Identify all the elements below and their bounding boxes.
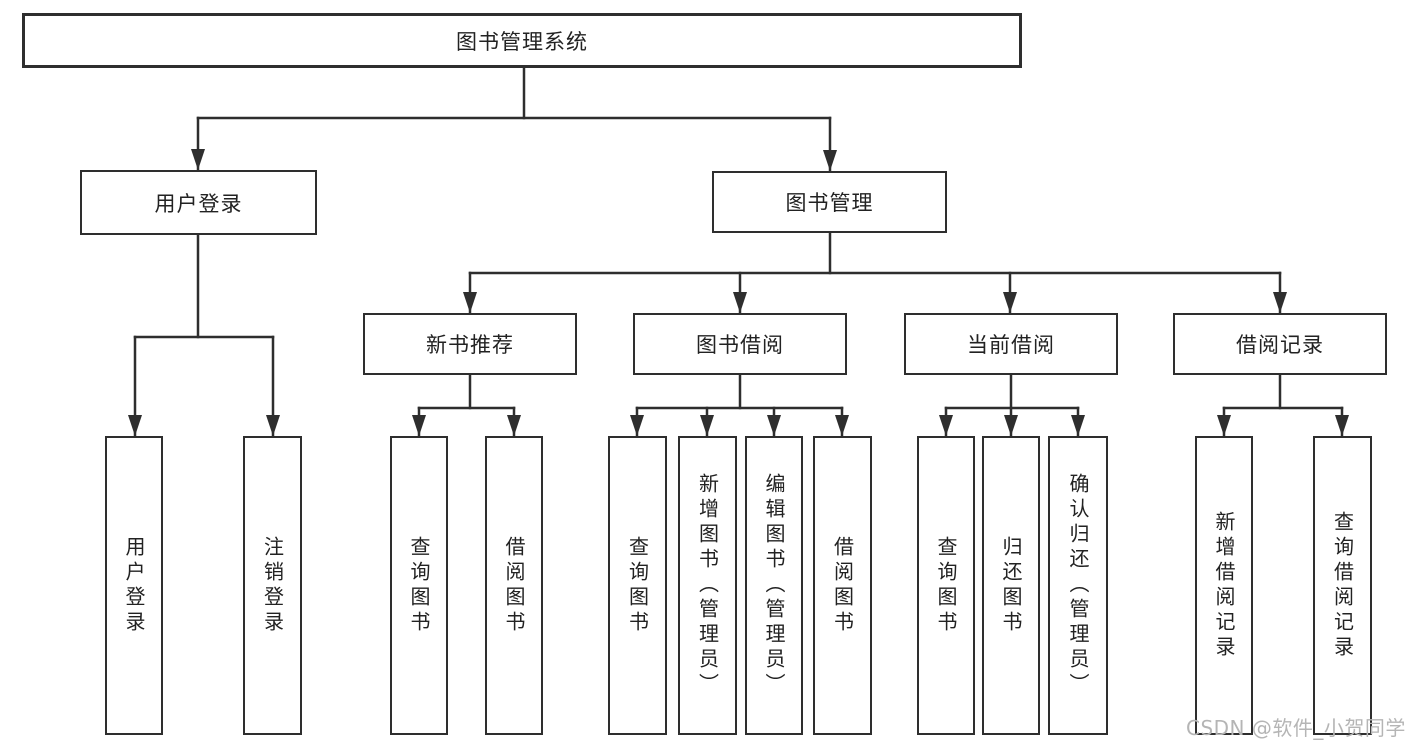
leaf-edit-books-admin: 编辑图书（管理员）	[745, 436, 803, 735]
leaf-query-borrow-record: 查询借阅记录	[1313, 436, 1372, 735]
node-book-management: 图书管理	[712, 171, 947, 233]
csdn-watermark: CSDN @软件_小贺同学	[1186, 716, 1405, 740]
leaf-user-login: 用户登录	[105, 436, 163, 735]
leaf-borrow-books-recommendation: 借阅图书	[485, 436, 543, 735]
leaf-logout: 注销登录	[243, 436, 302, 735]
leaf-query-books-borrowing: 查询图书	[608, 436, 667, 735]
node-book-borrowing: 图书借阅	[633, 313, 847, 375]
leaf-add-borrow-record: 新增借阅记录	[1195, 436, 1253, 735]
node-borrowing-records: 借阅记录	[1173, 313, 1387, 375]
leaf-borrow-books-borrowing: 借阅图书	[813, 436, 872, 735]
node-library-management-system: 图书管理系统	[22, 13, 1022, 68]
leaf-query-books-recommendation: 查询图书	[390, 436, 448, 735]
leaf-add-books-admin: 新增图书（管理员）	[678, 436, 737, 735]
leaf-confirm-return-admin: 确认归还（管理员）	[1048, 436, 1108, 735]
node-current-borrowing: 当前借阅	[904, 313, 1118, 375]
leaf-return-books: 归还图书	[982, 436, 1040, 735]
leaf-query-books-current: 查询图书	[917, 436, 975, 735]
node-user-login: 用户登录	[80, 170, 317, 235]
node-new-book-recommendation: 新书推荐	[363, 313, 577, 375]
